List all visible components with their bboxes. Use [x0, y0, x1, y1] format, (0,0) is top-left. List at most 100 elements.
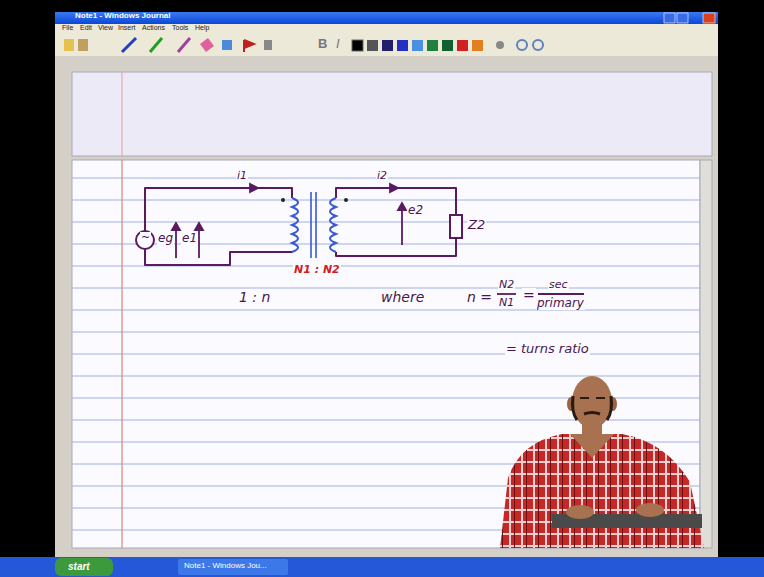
- drawing-line: [72, 222, 700, 223]
- current-label: i2: [376, 170, 388, 182]
- note-text: where: [380, 290, 425, 305]
- menu-item: Edit: [80, 24, 92, 32]
- drawing-path: [500, 434, 704, 548]
- drawing-path: [195, 223, 203, 230]
- toolbar-icons: [64, 38, 543, 52]
- drawing-path: [250, 184, 258, 192]
- drawing-rect: [412, 40, 423, 51]
- impedance-label: Z2: [467, 218, 486, 232]
- menu-item: Tools: [172, 24, 188, 32]
- taskbar-label: Note1 - Windows Jou...: [184, 562, 267, 571]
- drawing-rect: [382, 40, 393, 51]
- menu-item: Insert: [118, 24, 136, 32]
- toolbar-button: B: [318, 37, 327, 51]
- turns-label: N1 : N2: [293, 264, 341, 276]
- menu-item: Actions: [142, 24, 165, 32]
- drawing-path: [584, 413, 600, 415]
- drawing-rect: [367, 40, 378, 51]
- presenter: [500, 376, 704, 548]
- drawing-path: [390, 184, 398, 192]
- source-symbol-label: ~: [140, 232, 151, 244]
- drawing-ellipse: [566, 505, 594, 519]
- note-text: N2: [498, 279, 515, 291]
- ratio-label: 1 : n: [238, 290, 271, 305]
- drawing-ellipse: [636, 503, 664, 517]
- drawing-path: [178, 38, 190, 52]
- drawing-rect: [457, 40, 468, 51]
- drawing-ellipse: [572, 376, 612, 428]
- drawing-line: [72, 376, 700, 377]
- current-label: i1: [236, 170, 248, 182]
- drawing-circle: [496, 41, 504, 49]
- drawing-line: [72, 310, 700, 311]
- drawing-line: [198, 228, 200, 258]
- drawing-path: [580, 397, 605, 399]
- drawing-path: [150, 38, 162, 52]
- drawing-line: [497, 293, 516, 295]
- note-text: =: [522, 288, 536, 303]
- drawing-rect: [677, 13, 688, 23]
- drawing-path: [200, 38, 214, 52]
- drawing-line: [538, 293, 584, 295]
- title-bar: [55, 12, 718, 24]
- menu-bar: [55, 24, 718, 34]
- menu-item: File: [62, 24, 73, 32]
- arrows: [172, 184, 584, 294]
- drawing-circle: [533, 40, 543, 50]
- start-label: start: [68, 561, 90, 572]
- taskbar: [0, 557, 764, 577]
- voltage-label: e2: [407, 204, 424, 217]
- drawing-line: [72, 332, 700, 333]
- impedance-symbol: [450, 215, 462, 238]
- toolbar: [55, 34, 718, 56]
- source-symbol: [136, 231, 154, 249]
- drawing-rect: [427, 40, 438, 51]
- transformer-core: [311, 192, 316, 258]
- drawing-path: [398, 203, 406, 210]
- menu-item: Help: [195, 24, 209, 32]
- drawing-line: [401, 208, 403, 245]
- drawing-line: [72, 288, 700, 289]
- drawing-path: [145, 188, 292, 265]
- drawing-line: [72, 354, 700, 355]
- menu-item: View: [98, 24, 113, 32]
- drawing-path: [244, 40, 254, 52]
- toolbar-button: I: [336, 37, 340, 51]
- secondary-coil: [330, 198, 336, 252]
- drawing-line: [175, 228, 177, 258]
- scrollbar: [700, 160, 712, 548]
- drawing-rect: [264, 40, 272, 50]
- drawing-rect: [397, 40, 408, 51]
- taskbar-item: [178, 559, 288, 575]
- note-text: primary: [536, 297, 585, 310]
- polarity-dot: [281, 198, 285, 202]
- voltage-label: e1: [181, 232, 198, 245]
- note-text: = turns ratio: [505, 342, 590, 356]
- drawing-rect: [664, 13, 675, 23]
- drawing-path: [122, 38, 136, 52]
- window-title: Note1 - Windows Journal: [75, 12, 171, 21]
- polarity-dot: [344, 198, 348, 202]
- drawing-path: [336, 188, 456, 256]
- drawing-line: [72, 200, 700, 201]
- primary-coil: [292, 198, 298, 252]
- drawing-rect: [222, 40, 232, 50]
- note-text: n =: [466, 290, 493, 305]
- drawing-rect: [472, 40, 483, 51]
- drawing-rect: [78, 39, 88, 51]
- drawing-path: [172, 223, 180, 230]
- drawing-line: [122, 72, 123, 156]
- voltage-label: eg: [157, 232, 174, 245]
- drawing-circle: [517, 40, 527, 50]
- drawing-rect: [64, 39, 74, 51]
- drawing-path: [573, 396, 612, 420]
- circuit-wires: [145, 188, 456, 265]
- drawing-line: [310, 192, 312, 258]
- start-button: [55, 558, 113, 576]
- margin-line: [121, 160, 122, 548]
- drawing-line: [315, 192, 317, 258]
- app-window: [55, 12, 718, 557]
